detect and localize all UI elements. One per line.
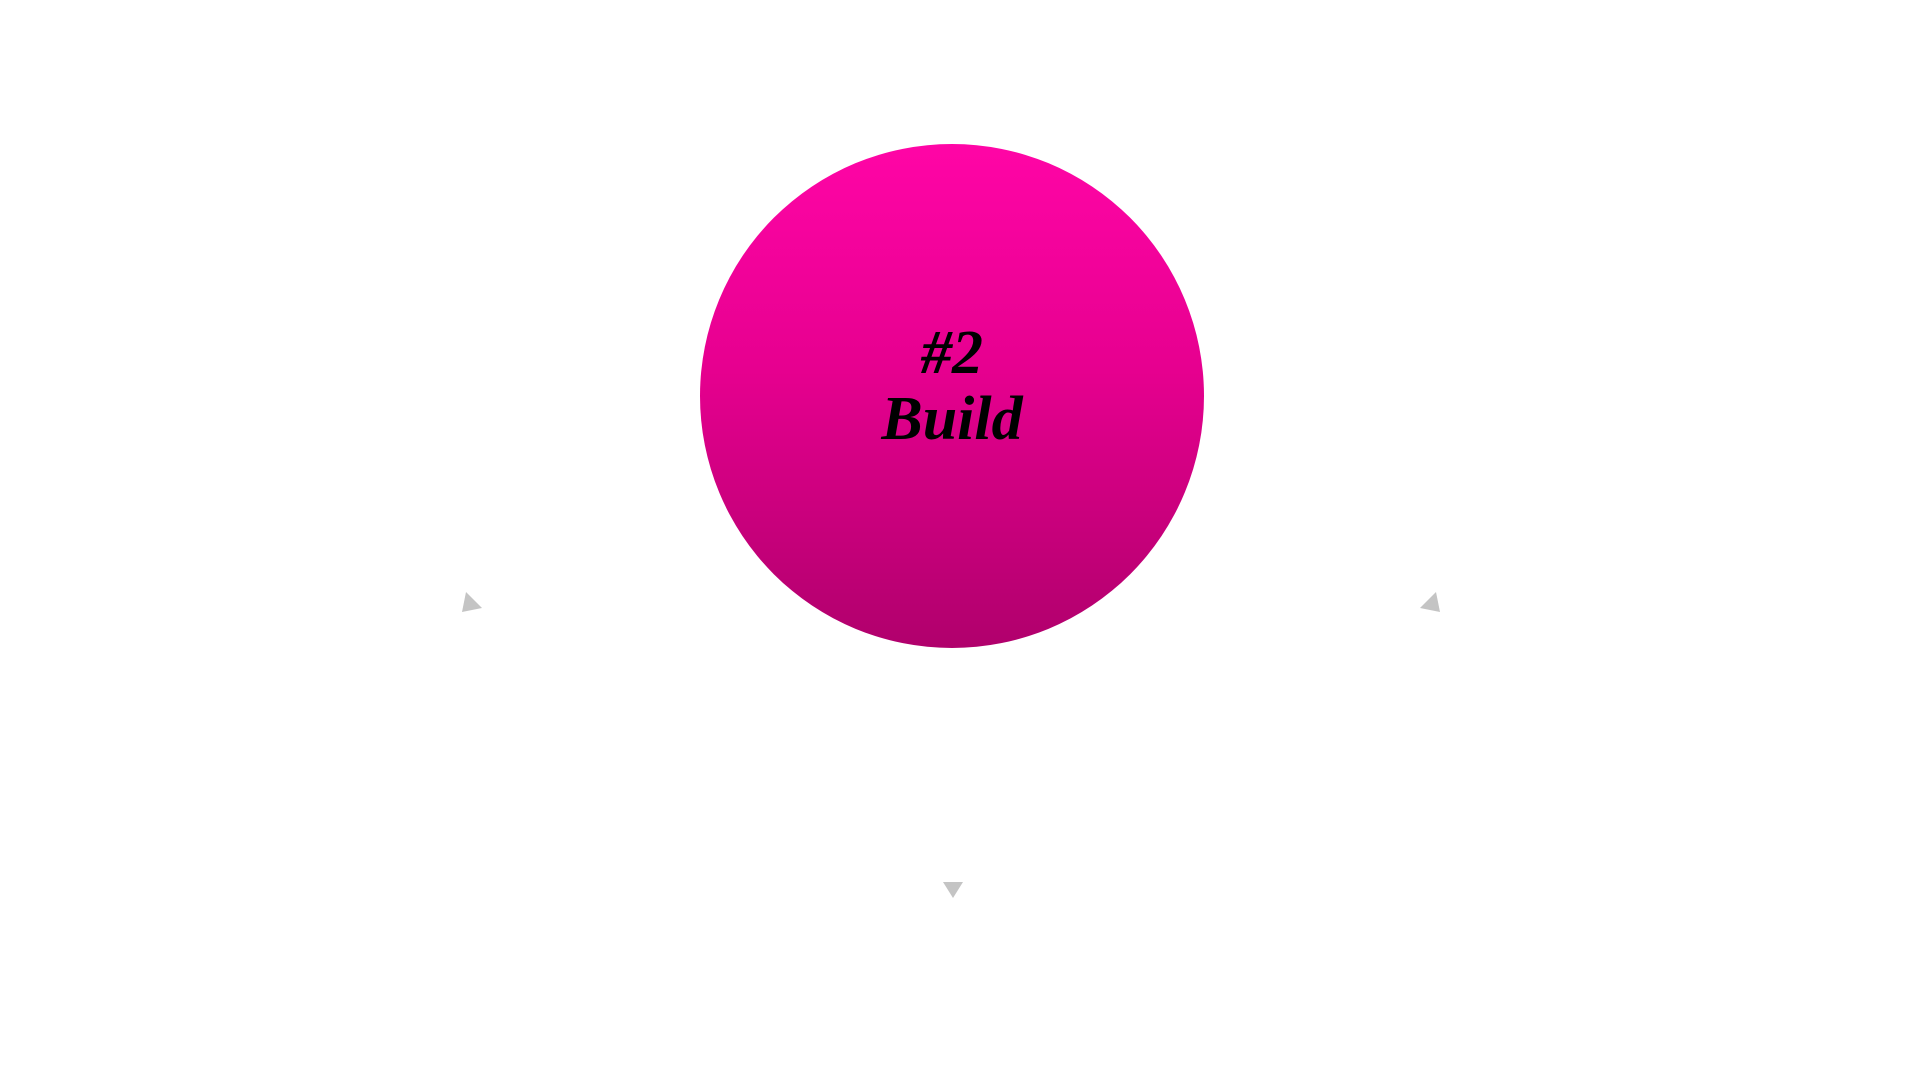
step-title: Build xyxy=(881,385,1023,453)
step-number: #2 xyxy=(920,319,983,387)
nav-left-arrow-icon[interactable] xyxy=(460,590,484,614)
step-node-label[interactable]: #2 Build xyxy=(881,320,1022,452)
nav-down-arrow-icon[interactable] xyxy=(941,878,965,902)
step-node-circle[interactable]: #2 Build xyxy=(700,144,1204,648)
nav-right-arrow-icon[interactable] xyxy=(1418,590,1442,614)
